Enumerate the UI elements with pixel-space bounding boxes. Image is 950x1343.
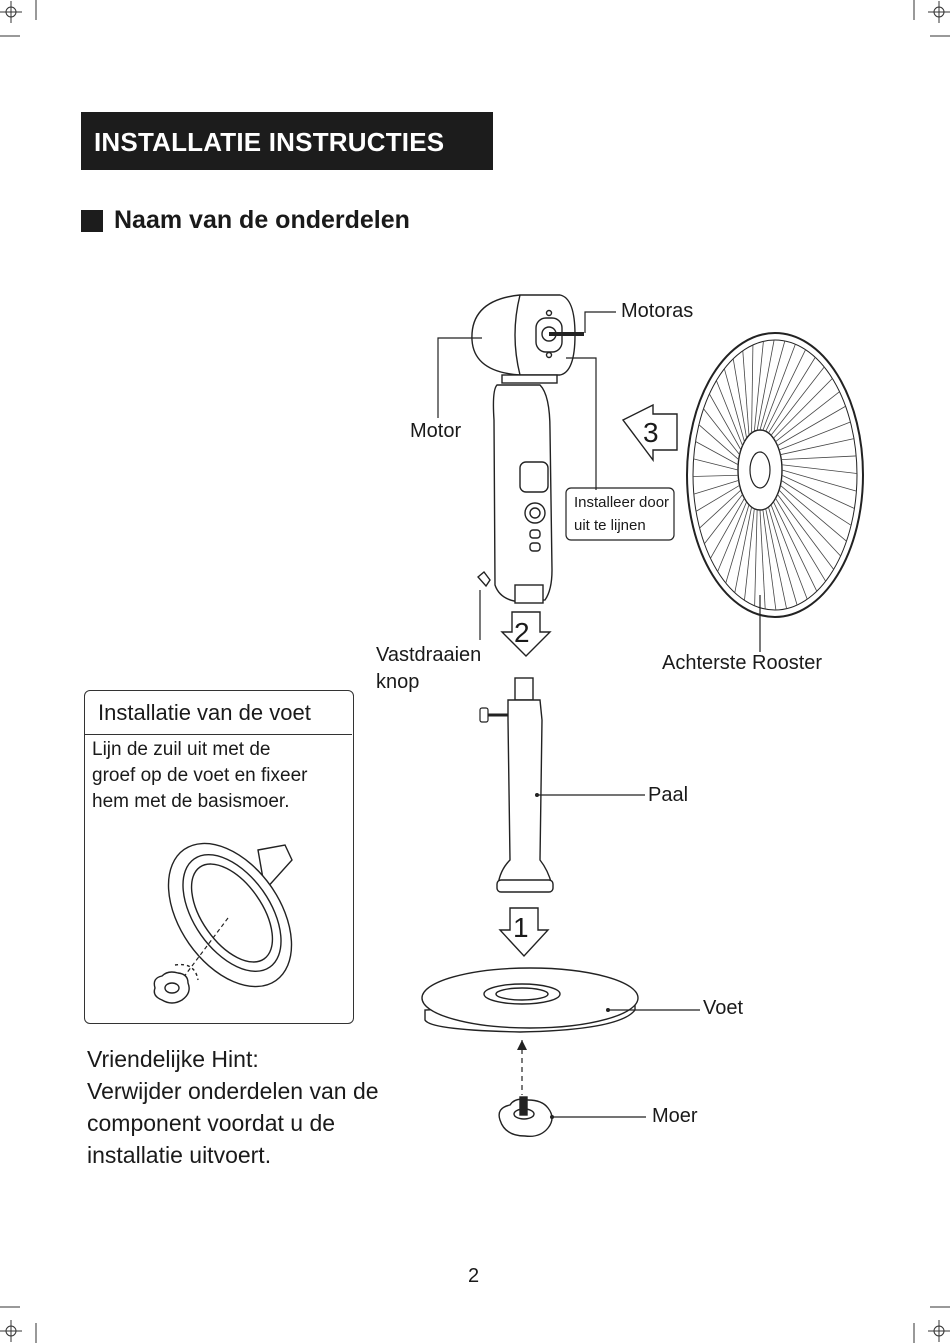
grille-spoke bbox=[775, 391, 840, 443]
grille-spoke bbox=[709, 393, 742, 451]
step-3-number: 3 bbox=[643, 417, 659, 448]
label-motoras: Motoras bbox=[621, 300, 694, 322]
grille-spoke bbox=[759, 340, 786, 431]
grille-spoke bbox=[778, 421, 851, 451]
grille-spokes bbox=[692, 339, 858, 611]
grille-spoke bbox=[777, 405, 846, 446]
grille-spoke bbox=[781, 480, 852, 526]
grille-spoke bbox=[693, 479, 739, 495]
label-paal: Paal bbox=[648, 784, 689, 806]
hint-line-4: installatie uitvoert. bbox=[87, 1142, 272, 1168]
section-bullet-square bbox=[81, 210, 103, 232]
grille-spoke bbox=[756, 339, 775, 431]
pole bbox=[496, 677, 554, 893]
grille-spoke bbox=[717, 501, 747, 572]
motor-head bbox=[471, 294, 584, 384]
fan-body bbox=[476, 384, 553, 604]
label-moer: Moer bbox=[652, 1105, 698, 1127]
base-instruction-line-2: groef op de voet en fixeer bbox=[92, 765, 308, 786]
title-bar bbox=[81, 112, 493, 170]
grille-spoke bbox=[695, 441, 739, 466]
step-2-number: 2 bbox=[514, 617, 530, 648]
grille-spoke bbox=[751, 344, 754, 434]
grille-spoke bbox=[734, 506, 752, 593]
grille-spoke bbox=[762, 344, 796, 431]
grille-spoke bbox=[765, 508, 787, 609]
grille-spoke bbox=[725, 504, 750, 584]
grille-spoke bbox=[768, 357, 816, 434]
base-installation-box-header bbox=[84, 690, 352, 735]
page-number: 2 bbox=[468, 1265, 480, 1287]
hint-line-1: Vriendelijke Hint: bbox=[87, 1046, 259, 1072]
arrow-2-shape bbox=[500, 611, 552, 657]
base-nut bbox=[498, 1096, 553, 1138]
grille-spoke bbox=[770, 504, 808, 600]
install-note-line-2: uit te lijnen bbox=[574, 517, 646, 534]
base-installation-title: Installatie van de voet bbox=[98, 700, 311, 725]
grille-spoke bbox=[710, 498, 745, 559]
section-title: Naam van de onderdelen bbox=[114, 206, 410, 234]
grille-spoke bbox=[781, 469, 857, 492]
arrow-1-shape bbox=[498, 907, 550, 958]
install-note-line-1: Installeer door bbox=[574, 494, 670, 511]
grille-spoke bbox=[781, 464, 858, 474]
leader-lines bbox=[437, 311, 761, 1118]
grille-spoke bbox=[753, 341, 764, 432]
grille-spoke bbox=[773, 501, 818, 592]
label-vastdraaien-1: Vastdraaien bbox=[376, 644, 482, 666]
grille-spoke bbox=[732, 358, 748, 439]
grille-spoke bbox=[695, 484, 740, 512]
label-achterste-rooster: Achterste Rooster bbox=[662, 652, 823, 674]
grille-spoke bbox=[762, 509, 777, 611]
grille-spoke bbox=[768, 506, 798, 606]
grille-spoke bbox=[754, 509, 758, 606]
grille-spoke bbox=[781, 474, 855, 509]
grille-spoke bbox=[698, 424, 740, 460]
grille-spoke bbox=[765, 349, 806, 432]
grille-spoke bbox=[759, 509, 766, 610]
grille-spoke bbox=[703, 408, 740, 455]
nut-guide-arrowhead bbox=[517, 1040, 527, 1050]
grille-spoke bbox=[778, 489, 841, 557]
grille-spoke bbox=[773, 378, 833, 439]
grille-spoke bbox=[716, 380, 743, 446]
label-vastdraaien-2: knop bbox=[376, 671, 420, 693]
tightening-knob bbox=[479, 707, 508, 723]
hint-line-2: Verwijder onderdelen van de bbox=[87, 1078, 379, 1104]
grille-spoke bbox=[781, 455, 857, 461]
grille-spoke bbox=[770, 366, 825, 436]
base-instruction-line-3: hem met de basismoer. bbox=[92, 791, 290, 812]
grille-spoke bbox=[693, 458, 739, 471]
hint-line-3: component voordat u de bbox=[87, 1110, 336, 1136]
grille-spoke bbox=[692, 474, 739, 477]
grille-spoke bbox=[742, 350, 750, 436]
base-instruction-line-1: Lijn de zuil uit met de bbox=[92, 739, 271, 760]
grille-spoke bbox=[775, 498, 826, 582]
rear-grille bbox=[686, 332, 864, 618]
step-1-number: 1 bbox=[513, 912, 529, 943]
base-installation-box bbox=[84, 690, 354, 1024]
grille-spoke bbox=[780, 485, 847, 542]
arrow-3-shape bbox=[621, 403, 678, 463]
label-voet: Voet bbox=[703, 997, 744, 1019]
grille-spoke bbox=[704, 494, 743, 545]
base bbox=[421, 967, 639, 1033]
install-note-box bbox=[565, 487, 675, 541]
grille-spoke bbox=[699, 489, 742, 529]
base-inset-illustration bbox=[153, 842, 293, 1004]
grille-spoke bbox=[780, 438, 855, 456]
grille-spoke bbox=[777, 494, 834, 570]
grille-spoke bbox=[744, 508, 755, 601]
grille-spoke bbox=[723, 368, 745, 442]
label-motor: Motor bbox=[410, 420, 462, 442]
page-title: INSTALLATIE INSTRUCTIES bbox=[94, 127, 445, 157]
